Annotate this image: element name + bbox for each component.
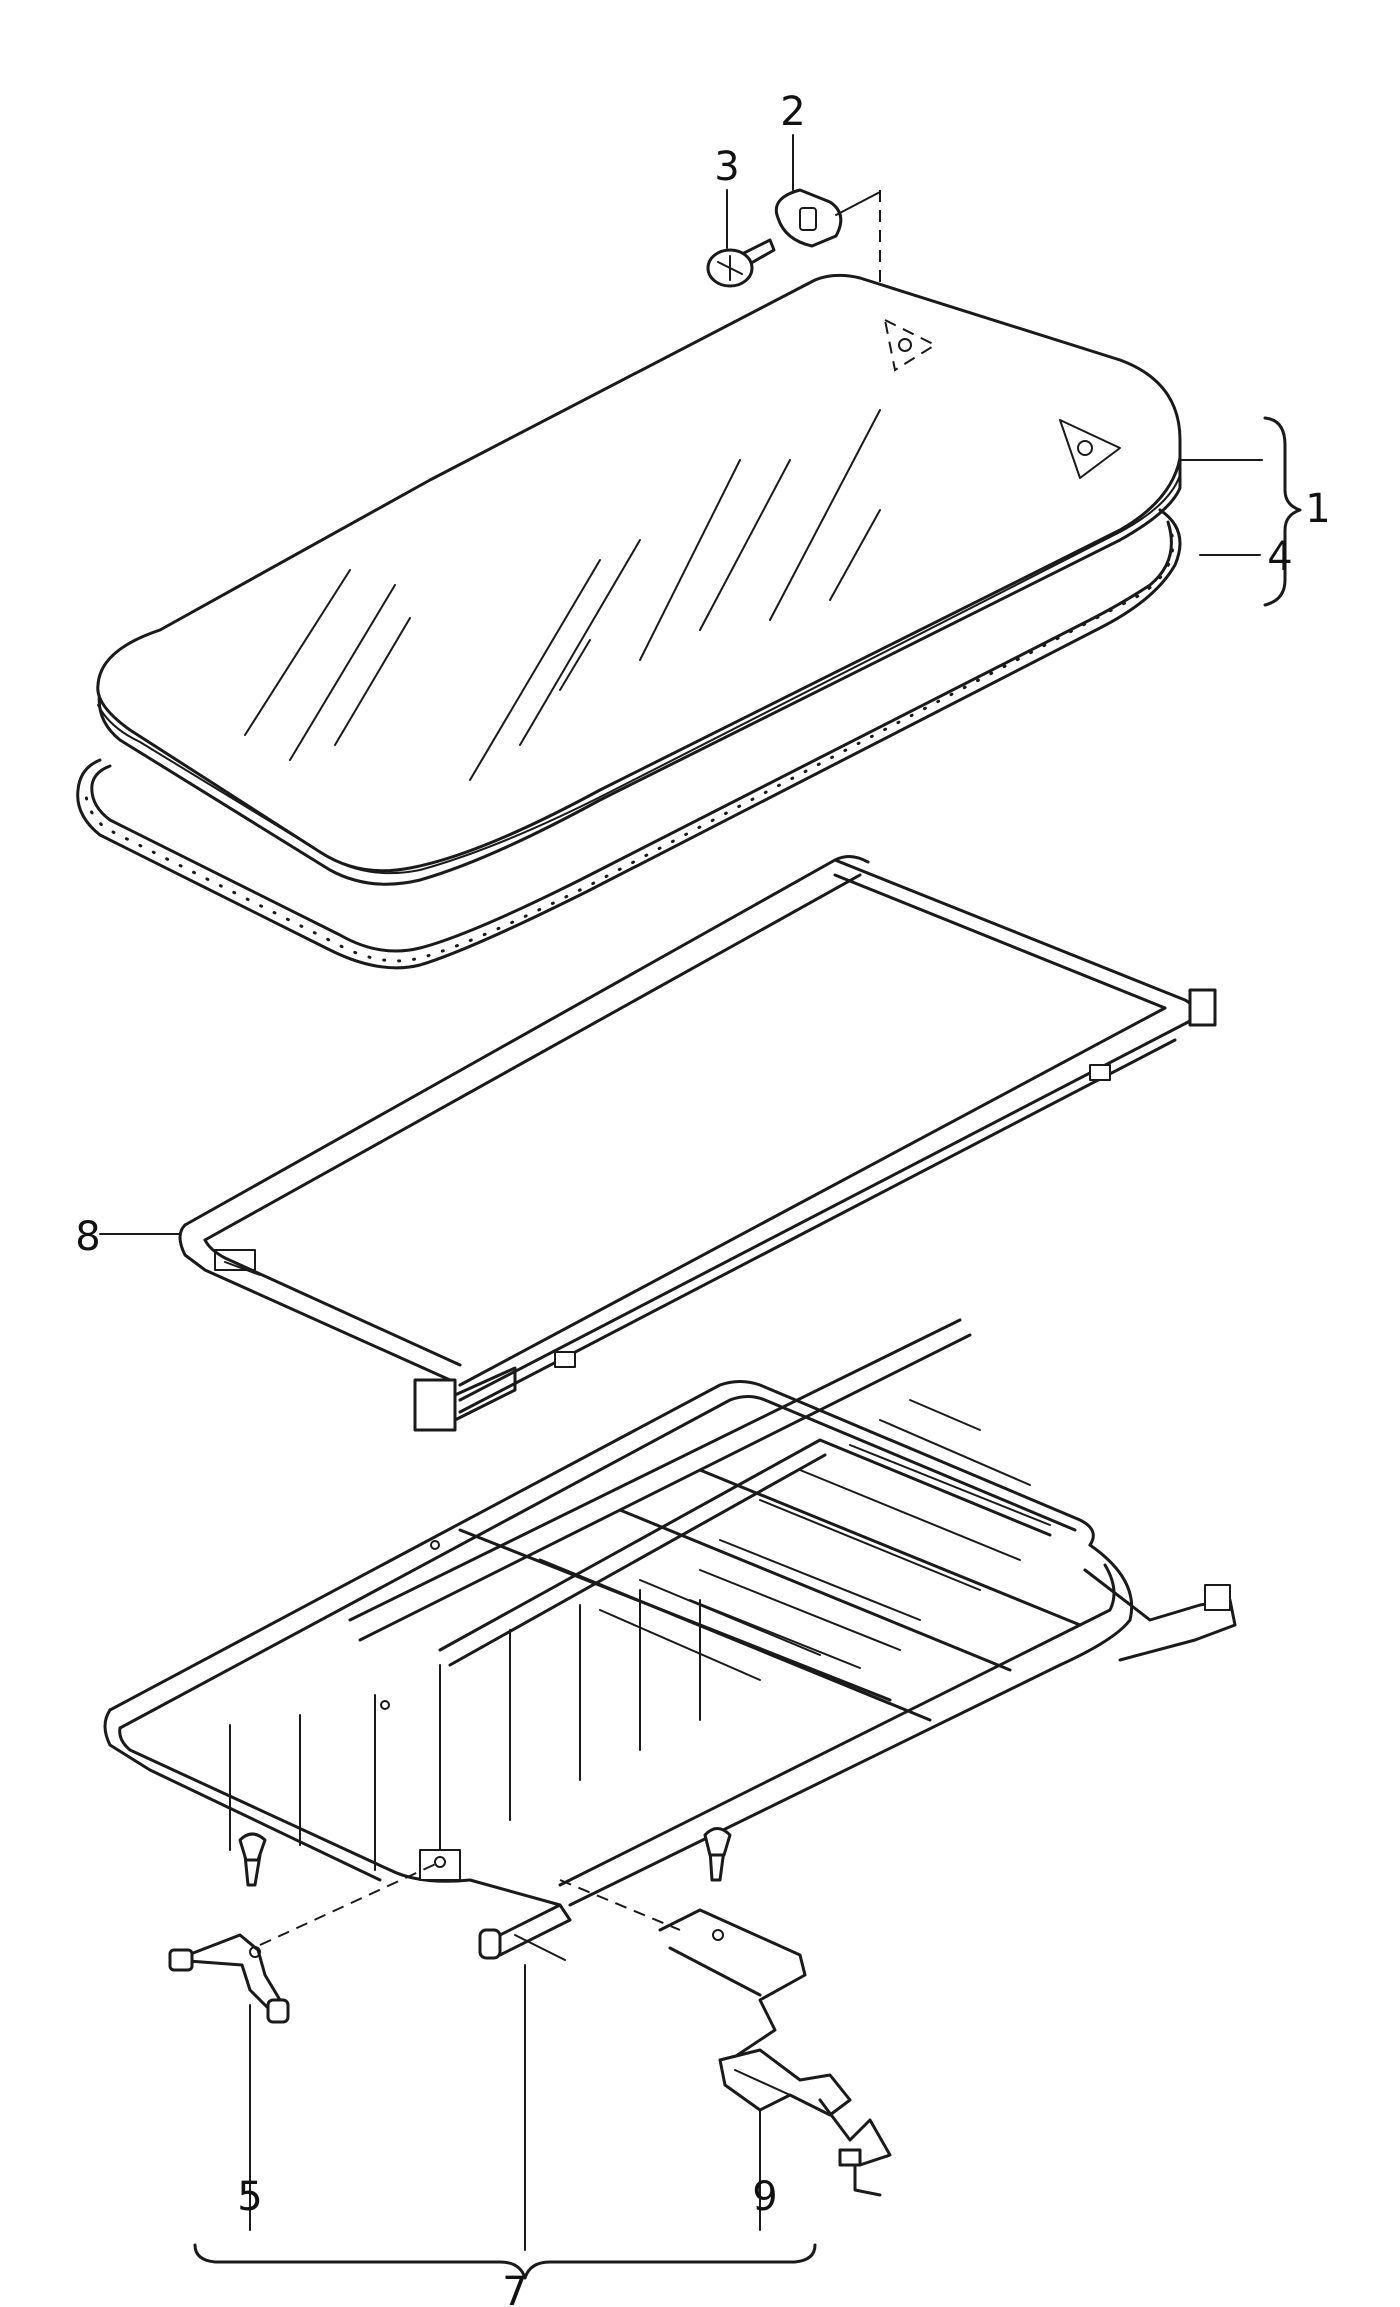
callout-8: 8 bbox=[75, 1214, 100, 1260]
callout-3: 3 bbox=[714, 144, 739, 190]
callout-4: 4 bbox=[1267, 534, 1292, 580]
part-screw bbox=[706, 238, 776, 288]
part-bracket-right bbox=[658, 1827, 892, 2197]
callout-9: 9 bbox=[752, 2174, 777, 2220]
part-seal bbox=[76, 508, 1182, 970]
callout-1: 1 bbox=[1305, 486, 1330, 532]
callout-7: 7 bbox=[502, 2269, 527, 2307]
callout-2: 2 bbox=[780, 89, 805, 135]
part-clip-left bbox=[168, 1832, 290, 2024]
callout-5: 5 bbox=[237, 2174, 262, 2220]
part-glass-panel bbox=[96, 273, 1182, 886]
part-frame bbox=[178, 855, 1217, 1432]
part-plate bbox=[774, 188, 881, 248]
part-tray-assembly bbox=[103, 1318, 1237, 1961]
